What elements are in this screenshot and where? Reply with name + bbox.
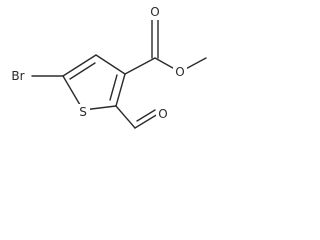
ester-oxygen-label: O	[175, 65, 184, 79]
bond-c4-c5	[62, 54, 97, 77]
bromine-label: Br	[11, 69, 24, 83]
bond-c3-carbonyl	[124, 57, 156, 75]
sulfur-label: S	[79, 105, 87, 119]
bond-aldehyde-c-o	[134, 113, 159, 129]
aldehyde-oxygen-label: O	[158, 107, 167, 121]
bond-c2-aldehyde-c	[115, 105, 136, 129]
bond-c2-c3	[115, 73, 126, 107]
carbonyl-oxygen-label: O	[150, 5, 159, 19]
bond-c2-c3-double	[109, 74, 118, 101]
bond-c3-c4	[95, 54, 126, 75]
molecule-structure: Br S O O O	[6, 4, 207, 129]
bond-aldehyde-c-o-double	[136, 109, 156, 122]
bond-c4-c5-double	[69, 62, 96, 80]
